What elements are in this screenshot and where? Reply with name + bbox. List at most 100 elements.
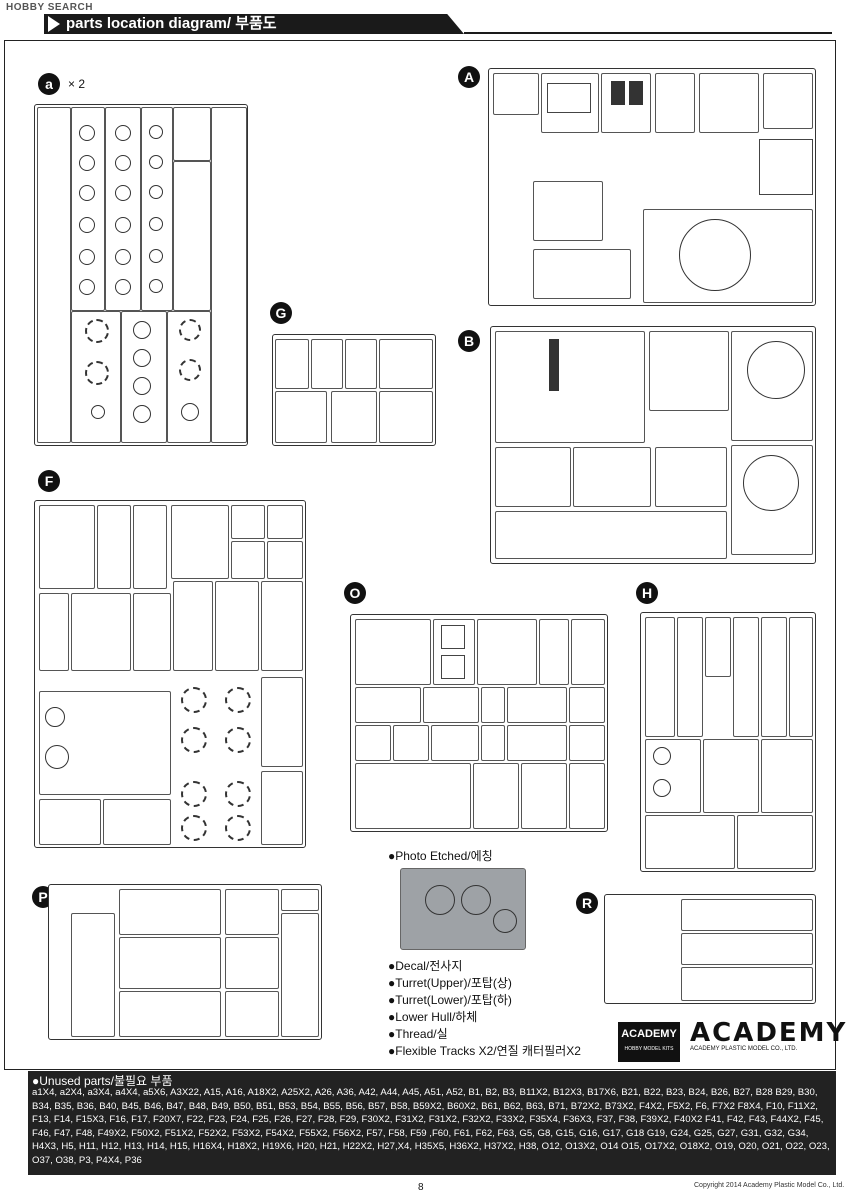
sprue-cell (97, 505, 131, 589)
sprue-cell (103, 799, 171, 845)
sprue-cell (645, 739, 701, 813)
sprue-cell (267, 541, 303, 579)
sprue-cell (173, 161, 211, 311)
legend-item-turret-lower: ●Turret(Lower)/포탑(하) (388, 993, 512, 1007)
sprue-cell (379, 339, 433, 389)
sprue-cell (481, 687, 505, 723)
sprue-cell (481, 725, 505, 761)
turret-ring (743, 455, 799, 511)
sprue-cell (493, 73, 539, 115)
sprue-cell (477, 619, 537, 685)
sprue-cell (533, 181, 603, 241)
hatch-ring (679, 219, 751, 291)
unused-parts-panel (28, 1071, 836, 1175)
sprue-cell (231, 541, 265, 579)
wheel-icon (79, 155, 95, 171)
copyright: Copyright 2014 Academy Plastic Model Co.… (694, 1182, 845, 1189)
sprue-cell (507, 687, 567, 723)
wheel-icon (181, 403, 199, 421)
sprue-cell (655, 447, 727, 507)
sprue-cell (681, 933, 813, 965)
sprue-cell (507, 725, 567, 761)
sprue-cell (211, 107, 247, 443)
turret-ring (747, 341, 805, 399)
pe-part (425, 885, 455, 915)
sprue-cell (171, 505, 229, 579)
sprue-B (490, 326, 816, 564)
sprue-cell (345, 339, 377, 389)
sprue-cell (643, 209, 813, 303)
sprue-cell (541, 73, 599, 133)
wheel-icon (45, 745, 69, 769)
part-block (441, 625, 465, 649)
wheel-icon (133, 405, 151, 423)
pe-part (493, 909, 517, 933)
sprue-cell (761, 739, 813, 813)
sprue-cell (119, 991, 221, 1037)
sprue-cell (275, 391, 327, 443)
wheel-icon (115, 249, 131, 265)
wheel-icon (79, 217, 95, 233)
sprue-cell (39, 593, 69, 671)
sprue-cell (601, 73, 651, 133)
sprue-cell (379, 391, 433, 443)
sprue-cell (39, 799, 101, 845)
sprue-cell (645, 617, 675, 737)
sprue-cell (645, 815, 735, 869)
header-bar (44, 14, 464, 34)
sprue-cell (215, 581, 259, 671)
sprue-R (604, 894, 816, 1004)
sprue-cell (39, 505, 95, 589)
sprue-cell (703, 739, 759, 813)
sprue-O (350, 614, 608, 832)
sprue-cell (173, 107, 211, 161)
sprue-cell (731, 445, 813, 555)
wheel-icon (149, 125, 163, 139)
sprue-cell (521, 763, 567, 829)
sprue-badge-A: A (458, 66, 480, 88)
wheel-icon (653, 779, 671, 797)
brand-box-title: ACADEMY (621, 1028, 677, 1040)
sprue-cell (473, 763, 519, 829)
wheel-icon (115, 155, 131, 171)
legend-item-photo-etched: ●Photo Etched/에칭 (388, 849, 493, 863)
sprue-cell (571, 619, 605, 685)
sprue-cell (761, 617, 787, 737)
sprue-cell (225, 991, 279, 1037)
sprue-cell (733, 617, 759, 737)
sprocket-icon (225, 781, 251, 807)
sprocket-icon (85, 361, 109, 385)
legend-item-tracks: ●Flexible Tracks X2/연질 캐터필러X2 (388, 1044, 581, 1058)
sprue-cell (267, 505, 303, 539)
sprue-multiplier: × 2 (68, 77, 86, 91)
sprue-cell (573, 447, 651, 507)
sprue-cell (71, 311, 121, 443)
sprue-cell (331, 391, 377, 443)
part-block (611, 81, 625, 105)
photo-etched-sheet (400, 868, 526, 950)
sprue-badge-R: R (576, 892, 598, 914)
sprue-cell (275, 339, 309, 389)
sprue-cell (539, 619, 569, 685)
sprue-cell (121, 311, 167, 443)
sprocket-icon (181, 727, 207, 753)
wheel-icon (133, 321, 151, 339)
sprue-badge-G: G (270, 302, 292, 324)
sprocket-icon (225, 687, 251, 713)
wheel-icon (653, 747, 671, 765)
wheel-icon (79, 125, 95, 141)
wheel-icon (79, 279, 95, 295)
sprue-cell (495, 331, 645, 443)
sprue-cell (355, 687, 421, 723)
unused-parts-list: a1X4, a2X4, a3X4, a4X4, a5X6, A3X22, A15… (32, 1087, 830, 1166)
sprue-cell (281, 889, 319, 911)
sprue-cell (731, 331, 813, 441)
sprue-cell (705, 617, 731, 677)
part-block (549, 339, 559, 391)
sprue-cell (699, 73, 759, 133)
wheel-icon (115, 185, 131, 201)
wheel-icon (149, 217, 163, 231)
sprue-cell (677, 617, 703, 737)
part-block (629, 81, 643, 105)
wheel-icon (149, 249, 163, 263)
